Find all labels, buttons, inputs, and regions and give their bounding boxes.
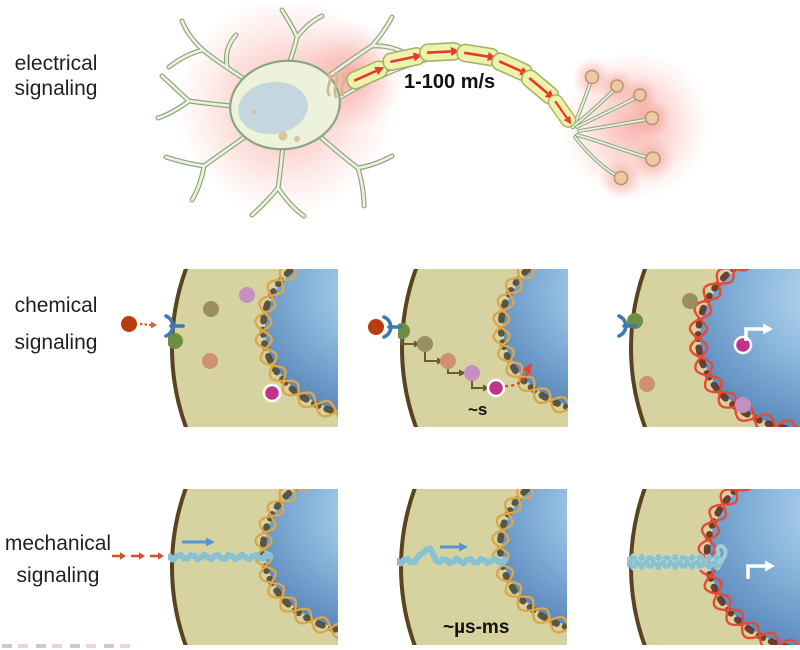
nuclear-entry-arrow [504,363,532,388]
myelin-segment [547,94,577,128]
neuron-illustration [155,5,705,219]
label-line: electrical [14,52,98,75]
cell-view [398,269,568,427]
ligand-binding-arrow [139,321,157,329]
cell-view [168,269,338,427]
transcription-arrow [746,560,775,579]
chemical-panel-2: ~s [330,269,568,427]
cytoskeletal-filament [168,551,274,563]
nucleus [503,269,568,406]
dna-red-helix-active [688,269,799,427]
label-electrical-signaling: electrical signaling [6,51,106,101]
label-line: signaling [14,331,98,354]
propagation-arrow [440,542,468,552]
molecule-salmon [440,353,456,369]
chemical-timescale-label: ~s [468,400,488,419]
cropped-caption-remnant [2,644,135,648]
mechanical-panel-3 [559,489,800,645]
soma-nucleus [238,81,308,135]
cytoskeletal-filament-bunched [627,553,724,571]
force-arrows [112,552,164,560]
molecule-magenta [262,383,282,403]
mechanical-timescale-label: ~µs-ms [443,617,510,638]
molecule-magenta [486,378,506,398]
myelin-sheath-segments [346,42,577,128]
propagation-arrow [182,537,215,547]
golgi-apparatus [326,71,346,99]
cell-view [627,489,800,645]
label-line: signaling [16,564,100,587]
chemical-panel-3 [559,269,800,427]
ligand [121,316,137,332]
label-mechanical-signaling: mechanical signaling [4,528,112,592]
molecule-violet [464,365,480,381]
dna-tan-helix [492,269,568,414]
nucleus [265,269,338,411]
molecule-magenta-on-dna [733,335,753,355]
nucleus [502,489,567,626]
molecule-olive [682,293,698,309]
axon-terminal-bulbs [584,69,661,186]
molecule-olive [203,301,219,317]
molecule-salmon [639,376,655,392]
label-line: chemical [14,294,98,317]
dna-tan-helix [254,489,338,640]
cell-view [397,489,567,645]
label-chemical-signaling: chemical signaling [6,287,106,361]
cascade-arrows [401,339,484,389]
conduction-speed-label: 1-100 m/s [404,71,496,93]
molecule-salmon [202,353,218,369]
molecule-violet [239,287,255,303]
myelin-segment [419,42,463,62]
action-potential-arrow [450,46,460,56]
mechanical-panel-2: ~µs-ms [329,489,567,645]
action-potential-arrow [487,52,497,62]
dna-tan-helix [254,269,338,419]
cytoskeletal-filament-with-kink [397,545,509,567]
chemical-panel-1 [100,269,338,427]
cell-view [627,269,800,427]
transcription-arrow [744,323,773,341]
myelin-segment [456,43,500,67]
filament-end-curl [715,544,728,564]
action-potential-arrow [563,115,572,125]
molecule-green [627,313,643,329]
label-line: mechanical [4,532,112,555]
myelin-segment [520,69,560,105]
molecule-violet [735,397,751,413]
cell-view [168,489,338,645]
organelle-dots [251,109,300,142]
molecule-olive [417,336,433,352]
ligand-bound [368,319,384,335]
dna-red-helix-active [697,489,799,645]
action-potential-arrow [374,66,385,76]
mechanical-panel-1 [100,489,338,645]
label-line: signaling [14,77,98,100]
